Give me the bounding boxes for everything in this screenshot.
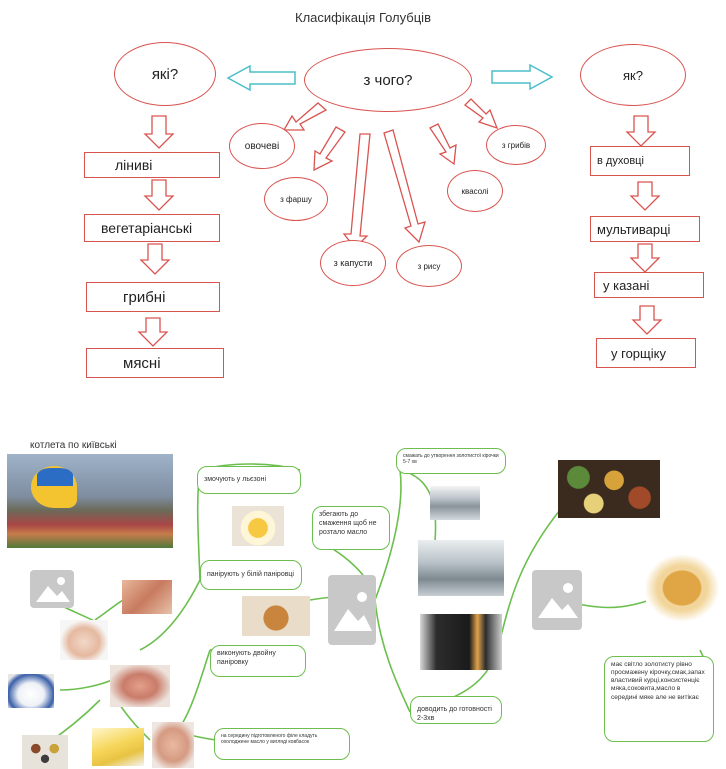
note-oil: збегають до смаження щоб не розтало масл…	[312, 506, 390, 550]
arrow-to-hryby	[464, 98, 499, 130]
image-placeholder-icon	[532, 570, 582, 630]
note-soak: змочують у льєзоні	[197, 466, 301, 494]
breadcrumbs-photo	[242, 596, 310, 636]
mindmap-title: котлета по київські	[30, 440, 117, 451]
kyiv-letters-image	[97, 468, 167, 510]
kitchen-equipment-photo	[418, 540, 504, 596]
arrow-right-2	[629, 181, 661, 211]
arrow-right-1	[625, 115, 657, 147]
method-kazan: у казані	[594, 272, 704, 298]
arrow-to-farsh	[313, 126, 346, 172]
note-fry: смажать до утворення золотистої кірочки …	[396, 448, 506, 474]
type-linivi: ліниві	[84, 152, 220, 178]
dishes-photo	[558, 460, 660, 518]
kyiv-sign-photo	[7, 454, 173, 548]
raw-fillet-photo	[152, 722, 194, 768]
arrow-right-3	[629, 243, 661, 273]
arrow-to-ovocheve	[282, 102, 328, 131]
ingredient-hryby: з грибів	[486, 125, 546, 165]
type-grybni: грибні	[86, 282, 220, 312]
note-butter: на середину підготовленого філе кладуть …	[214, 728, 350, 760]
note-ready: доводить до готовності 2-3хв	[410, 696, 502, 724]
right-head-node: як?	[580, 44, 686, 106]
arrow-left-4	[137, 317, 169, 347]
ingredient-kvasoli: квасолі	[447, 170, 503, 212]
ingredient-rys: з рису	[396, 245, 462, 287]
method-multivarka: мультиварці	[590, 216, 700, 242]
ingredient-kapusta: з капусти	[320, 240, 386, 286]
oven-photo	[420, 614, 502, 670]
ingredient-farsh: з фаршу	[264, 177, 328, 221]
note-result: має світло золотисту рівно просмажену кі…	[604, 656, 714, 742]
arrow-right-4	[631, 305, 663, 335]
deep-fryer-photo	[430, 486, 480, 520]
arrow-left-1	[143, 115, 175, 149]
center-node: з чого?	[304, 48, 472, 112]
arrow-to-kvasoli	[429, 123, 457, 166]
ingredient-ovocheve: овочеві	[229, 123, 295, 169]
arrow-left-2	[143, 179, 175, 211]
pounding-fillet-photo	[110, 665, 170, 707]
method-dukhovka: в духовці	[590, 146, 690, 176]
image-placeholder-icon	[328, 575, 376, 645]
arrow-left-3	[139, 243, 171, 275]
egg-liaison-photo	[232, 506, 284, 546]
chicken-fillet-photo	[122, 580, 172, 614]
note-bread: панірують у білій паніровці	[200, 560, 302, 590]
chicken-kyiv-photo	[646, 548, 726, 628]
arrow-to-left-head	[226, 64, 296, 92]
chicken-breast-photo	[60, 620, 108, 660]
method-horshchik: у горщіку	[596, 338, 696, 368]
note-double: виконують двойну паніровку	[210, 645, 306, 677]
arrow-to-right-head	[491, 63, 554, 91]
diagram-title: Класифікація Голубців	[295, 10, 431, 25]
type-vegetarian: вегетаріанські	[84, 214, 220, 242]
spices-photo	[22, 735, 68, 769]
image-placeholder-icon	[30, 570, 74, 608]
butter-photo	[92, 728, 144, 766]
salt-bowl-photo	[8, 674, 54, 708]
left-head-node: які?	[114, 42, 216, 106]
type-myasni: мясні	[86, 348, 224, 378]
arrow-to-rys	[383, 129, 426, 244]
